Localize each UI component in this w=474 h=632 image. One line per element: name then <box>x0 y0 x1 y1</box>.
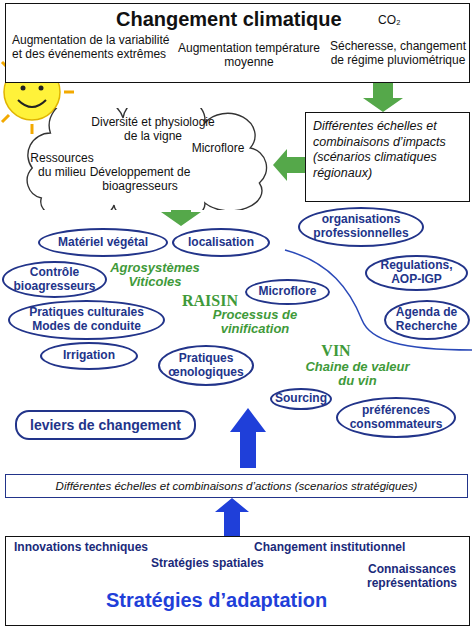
lever-ellipse: Pratiques culturales Modes de conduite <box>8 300 165 340</box>
region-label: Chaine de valeur du vin <box>300 360 415 389</box>
node-text: CO₂ <box>378 14 401 28</box>
node-text: Irrigation <box>63 349 115 363</box>
impact-box: Différentes échelles et combinaisons d’i… <box>305 112 470 202</box>
sun-smile <box>18 100 46 107</box>
strategy-box: Innovations techniques Changement institu… <box>5 536 470 626</box>
action-box: Différentes échelles et combinaisons d’a… <box>5 474 468 498</box>
lever-ellipse: Microflore <box>245 279 330 305</box>
action-arrow <box>230 408 266 468</box>
sun-eye <box>21 86 26 91</box>
node-text: Pratiques œnologiques <box>166 352 246 380</box>
lever-ellipse: Contrôle bioagresseurs <box>2 261 107 298</box>
node-text: préférences consommateurs <box>346 404 446 432</box>
node-text: Connaissances représentations <box>358 563 466 591</box>
node-text: organisations professionnelles <box>307 213 415 241</box>
node-text: leviers de changement <box>30 417 181 433</box>
climate-box: Changement climatique CO₂ Augmentation de … <box>5 3 470 83</box>
lever-ellipse: Irrigation <box>40 342 138 370</box>
node-text: Microflore <box>187 142 249 156</box>
node-text: Stratégies spatiales <box>151 557 264 571</box>
node-text: Diversité et physiologie de la vigne <box>83 116 223 144</box>
node-text: Différentes échelles et combinaisons d’a… <box>56 480 418 492</box>
node-text: Contrôle bioagresseurs <box>11 266 99 294</box>
region-label: RAISIN <box>175 292 245 310</box>
block-arrow <box>273 149 305 181</box>
node-text: Changement climatique <box>116 8 342 31</box>
lever-ellipse: organisations professionnelles <box>298 207 424 247</box>
block-arrow <box>215 498 249 536</box>
node-text: Augmentation température moyenne <box>174 42 324 70</box>
node-text: Différentes échelles et combinaisons d’i… <box>313 119 462 182</box>
node-text: Microflore <box>258 285 316 299</box>
node-text: Pratiques culturales Modes de conduite <box>19 306 154 334</box>
cloud-shape <box>27 108 266 210</box>
sun-eye <box>39 86 44 91</box>
node-text: Matériel végétal <box>58 236 148 250</box>
node-text: Innovations techniques <box>14 541 148 555</box>
node-text: Augmentation de la variabilité et des év… <box>12 34 170 62</box>
node-text: Ressources du milieu <box>27 152 97 180</box>
impact-cloud: Diversité et physiologie de la vigneRess… <box>5 108 273 210</box>
lever-ellipse: Sourcing <box>270 388 332 410</box>
levers-box: leviers de changement <box>15 410 196 440</box>
node-text: Stratégies d’adaptation <box>106 589 327 612</box>
node-text: Développement de bioagresseurs <box>85 166 195 194</box>
node-text: Regulations, AOP-IGP <box>374 259 459 287</box>
lever-ellipse: Regulations, AOP-IGP <box>365 255 468 291</box>
block-arrow <box>363 83 403 112</box>
lever-ellipse: préférences consommateurs <box>336 397 456 438</box>
node-text: Changement institutionnel <box>254 541 405 555</box>
lever-ellipse: localisation <box>172 228 270 257</box>
region-label: VIN <box>316 342 356 360</box>
region-label: Processus de vinification <box>195 308 315 337</box>
lever-ellipse: Matériel végétal <box>38 228 168 257</box>
node-text: Sécheresse, changement de régime pluviom… <box>328 40 468 68</box>
node-text: localisation <box>188 236 254 250</box>
lever-ellipse: Agenda de Recherche <box>384 300 470 340</box>
region-label: Agrosystèmes Viticoles <box>105 261 205 290</box>
node-text: Sourcing <box>275 392 327 406</box>
lever-ellipse: Pratiques œnologiques <box>158 345 254 386</box>
node-text: Agenda de Recherche <box>391 306 463 334</box>
